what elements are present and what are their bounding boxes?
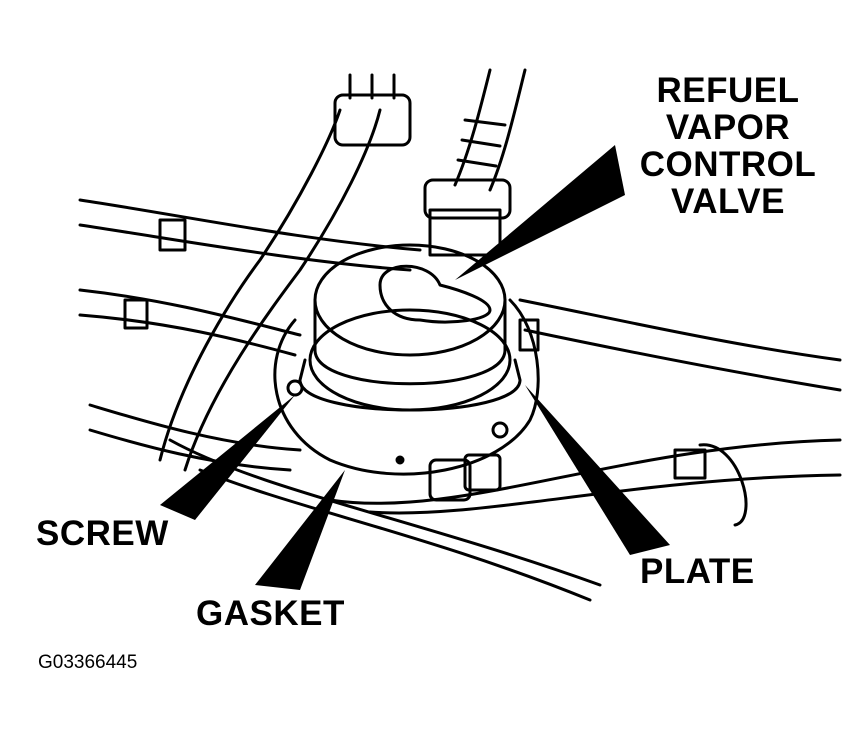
pointer-refuel-valve: [455, 145, 625, 280]
hose-clamps: [428, 318, 748, 527]
label-refuel-line-2: VAPOR: [665, 108, 791, 147]
label-refuel-line-3: CONTROL: [639, 145, 817, 184]
valve-body: [298, 243, 522, 412]
pointer-plate: [525, 385, 670, 555]
label-plate: PLATE: [640, 552, 755, 591]
label-refuel-line-4: VALVE: [671, 182, 785, 221]
label-screw: SCREW: [36, 514, 169, 553]
fuel-lines: [78, 198, 842, 602]
vapor-hose: [423, 68, 527, 257]
label-refuel-line-1: REFUEL: [656, 71, 800, 110]
figure-code: G03366445: [38, 652, 138, 673]
upper-connector: [123, 73, 412, 472]
label-refuel-vapor-control-valve: REFUEL VAPOR CONTROL VALVE: [628, 72, 828, 220]
pointer-gasket: [255, 470, 345, 590]
label-gasket: GASKET: [196, 594, 345, 633]
pointer-screw: [160, 395, 295, 520]
